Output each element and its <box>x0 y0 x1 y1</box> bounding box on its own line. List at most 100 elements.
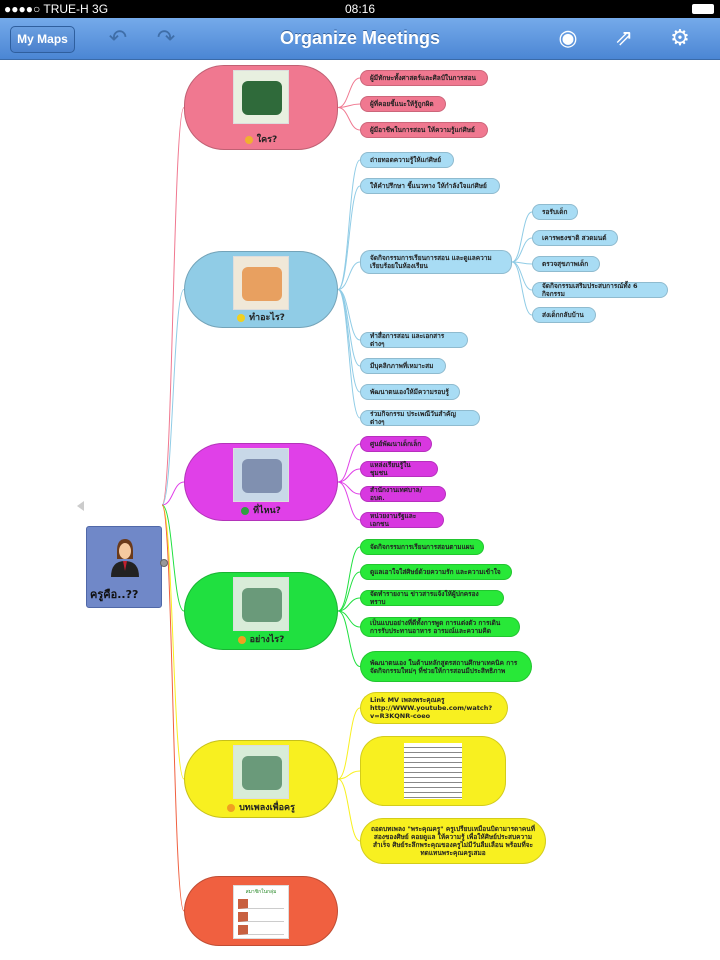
connector <box>337 77 361 108</box>
share-icon[interactable]: ⇗ <box>614 26 634 51</box>
collapse-left-icon[interactable] <box>77 501 84 511</box>
branch-node[interactable]: อย่างไร? <box>184 572 338 650</box>
connector-lines <box>161 77 533 912</box>
leaf-text: ศูนย์พัฒนาเด็กเล็ก <box>370 440 422 448</box>
leaf-topic[interactable]: ดูแลเอาใจใส่ศิษย์ด้วยความรัก และความเข้า… <box>360 564 512 580</box>
leaf-topic[interactable]: ทำสื่อการสอน และเอกสารต่างๆ <box>360 332 468 348</box>
branch-image <box>233 256 289 310</box>
connector <box>337 770 361 780</box>
connector <box>161 504 185 912</box>
connector <box>337 185 361 290</box>
sub-topic-text: ส่งเด็กกลับบ้าน <box>542 311 584 319</box>
connector <box>337 107 361 131</box>
leaf-text: ผู้ที่คอยชี้แนะให้รู้ถูกผิด <box>370 100 434 108</box>
leaf-topic[interactable]: ร่วมกิจกรรม ประเพณีวันสำคัญต่างๆ <box>360 410 480 426</box>
branch-label-text: บทเพลงเพื่อครู <box>239 803 295 813</box>
leaf-topic[interactable]: ถ่ายทอดความรู้ให้แก่ศิษย์ <box>360 152 454 168</box>
branch-node[interactable]: สมาชิกในกลุ่ม <box>184 876 338 946</box>
gear-icon[interactable]: ⚙ <box>670 26 690 51</box>
leaf-text: หน่วยงานรัฐและเอกชน <box>370 512 417 528</box>
branch-label: อย่างไร? <box>185 632 337 646</box>
leaf-text: ร่วมกิจกรรม ประเพณีวันสำคัญต่างๆ <box>370 410 456 426</box>
illustration <box>242 81 282 115</box>
undo-arrow-icon[interactable]: ↶ <box>108 26 128 51</box>
branch-image <box>233 745 289 799</box>
central-topic[interactable]: ครูคือ..?? <box>86 526 162 608</box>
redo-arrow-icon[interactable]: ↷ <box>156 26 176 51</box>
leaf-topic[interactable]: ผู้ที่คอยชี้แนะให้รู้ถูกผิด <box>360 96 446 112</box>
image-caption: สมาชิกในกลุ่ม <box>245 889 277 895</box>
leaf-topic[interactable]: ผู้มีอาชีพในการสอน ให้ความรู้แก่ศิษย์ <box>360 122 488 138</box>
clock: 08:16 <box>344 2 376 16</box>
priority-marker-icon <box>244 135 253 144</box>
leaf-topic[interactable]: พัฒนาตนเองให้มีความรอบรู้ <box>360 384 460 400</box>
leaf-text: แหล่งเรียนรู้ในชุมชน <box>370 461 411 477</box>
connector <box>161 504 185 780</box>
connector <box>511 211 533 263</box>
sub-topic-text: รอรับเด็ก <box>542 208 568 216</box>
leaf-topic[interactable]: ให้คำปรึกษา ชี้แนวทาง ให้กำลังใจแก่ศิษย์ <box>360 178 500 194</box>
sub-topic[interactable]: รอรับเด็ก <box>532 204 578 220</box>
leaf-text: จัดกิจกรรมการเรียนการสอนตามแผน <box>370 543 475 551</box>
illustration <box>242 459 282 493</box>
connector <box>337 289 361 419</box>
lyrics-image <box>404 743 462 799</box>
branch-label: ที่ไหน? <box>185 503 337 517</box>
image-row <box>238 925 284 935</box>
illustration <box>242 267 282 301</box>
branch-image <box>233 70 289 124</box>
sub-topic[interactable]: จัดกิจกรรมเสริมประสบการณ์ทั้ง 6 กิจกรรม <box>532 282 668 298</box>
leaf-topic[interactable]: หน่วยงานรัฐและเอกชน <box>360 512 444 528</box>
priority-marker-icon <box>241 506 250 515</box>
sub-topic-text: ตรวจสุขภาพเด็ก <box>542 260 589 268</box>
leaf-topic[interactable]: ถอดบทเพลง "พระคุณครู" ครูเปรียบเหมือนบิด… <box>360 818 546 864</box>
connector <box>337 159 361 290</box>
branch-node[interactable]: ทำอะไร? <box>184 251 338 328</box>
mind-map-canvas[interactable]: ครูคือ..?? ใคร? ผู้มีทักษะทั้งศาสตร์และศิ… <box>0 61 720 960</box>
leaf-text: ถอดบทเพลง "พระคุณครู" ครูเปรียบเหมือนบิด… <box>370 825 536 857</box>
branch-node[interactable]: ที่ไหน? <box>184 443 338 521</box>
leaf-topic[interactable]: พัฒนาตนเอง ในด้านหลักสูตรสถานศึกษาเทคนิค… <box>360 651 532 682</box>
status-bar: ●●●●○ TRUE-H 3G 08:16 <box>0 0 720 18</box>
my-maps-button[interactable]: My Maps <box>10 26 75 53</box>
leaf-topic[interactable]: แหล่งเรียนรู้ในชุมชน <box>360 461 438 477</box>
branch-label: ใคร? <box>185 132 337 146</box>
connector <box>511 261 533 316</box>
connector <box>161 504 185 612</box>
leaf-topic[interactable]: ผู้มีทักษะทั้งศาสตร์และศิลป์ในการสอน <box>360 70 488 86</box>
image-row <box>238 899 284 909</box>
leaf-topic[interactable] <box>360 736 506 806</box>
leaf-text: ผู้มีทักษะทั้งศาสตร์และศิลป์ในการสอน <box>370 74 476 82</box>
leaf-topic[interactable]: จัดกิจกรรมการเรียนการสอน และดูแลความเรีย… <box>360 250 512 274</box>
teacher-avatar-icon <box>111 539 139 577</box>
connector <box>161 107 185 506</box>
leaf-topic[interactable]: Link MV เพลงพระคุณครู http://WWW.youtube… <box>360 692 508 724</box>
leaf-text: ทำสื่อการสอน และเอกสารต่างๆ <box>370 332 445 348</box>
leaf-text: มีบุคลิกภาพที่เหมาะสม <box>370 362 434 370</box>
leaf-text: พัฒนาตนเอง ในด้านหลักสูตรสถานศึกษาเทคนิค… <box>370 658 518 675</box>
branch-node[interactable]: ใคร? <box>184 65 338 150</box>
leaf-text: ให้คำปรึกษา ชี้แนวทาง ให้กำลังใจแก่ศิษย์ <box>370 182 487 190</box>
connector <box>337 707 361 780</box>
leaf-text: ถ่ายทอดความรู้ให้แก่ศิษย์ <box>370 156 442 164</box>
leaf-topic[interactable]: จัดกิจกรรมการเรียนการสอนตามแผน <box>360 539 484 555</box>
sub-topic[interactable]: เคารพธงชาติ สวดมนต์ <box>532 230 618 246</box>
sub-topic[interactable]: ตรวจสุขภาพเด็ก <box>532 256 600 272</box>
connector <box>337 103 361 108</box>
branch-node[interactable]: บทเพลงเพื่อครู <box>184 740 338 818</box>
sub-topic[interactable]: ส่งเด็กกลับบ้าน <box>532 307 596 323</box>
leaf-text: จัดกิจกรรมการเรียนการสอน และดูแลความเรีย… <box>370 254 492 270</box>
leaf-topic[interactable]: จัดทำรายงาน ข่าวสารแจ้งให้ผู้ปกครองทราบ <box>360 590 504 606</box>
leaf-topic[interactable]: เป็นแบบอย่างที่ดีทั้งการพูด การแต่งตัว ก… <box>360 617 520 637</box>
toolbar: My Maps ↶ ↷ Organize Meetings ◉ ⇗ ⚙ <box>0 18 720 60</box>
leaf-topic[interactable]: ศูนย์พัฒนาเด็กเล็ก <box>360 436 432 452</box>
branch-label-text: ที่ไหน? <box>253 506 281 516</box>
expand-toggle[interactable] <box>160 559 168 567</box>
branch-label: บทเพลงเพื่อครู <box>185 800 337 814</box>
eye-icon[interactable]: ◉ <box>558 26 578 51</box>
sub-topic-text: จัดกิจกรรมเสริมประสบการณ์ทั้ง 6 กิจกรรม <box>542 282 638 298</box>
leaf-topic[interactable]: สำนักงานเทศบาล/อบต. <box>360 486 446 502</box>
leaf-topic[interactable]: มีบุคลิกภาพที่เหมาะสม <box>360 358 446 374</box>
leaf-text: เป็นแบบอย่างที่ดีทั้งการพูด การแต่งตัว ก… <box>370 619 501 635</box>
central-topic-label: ครูคือ..?? <box>90 588 139 601</box>
